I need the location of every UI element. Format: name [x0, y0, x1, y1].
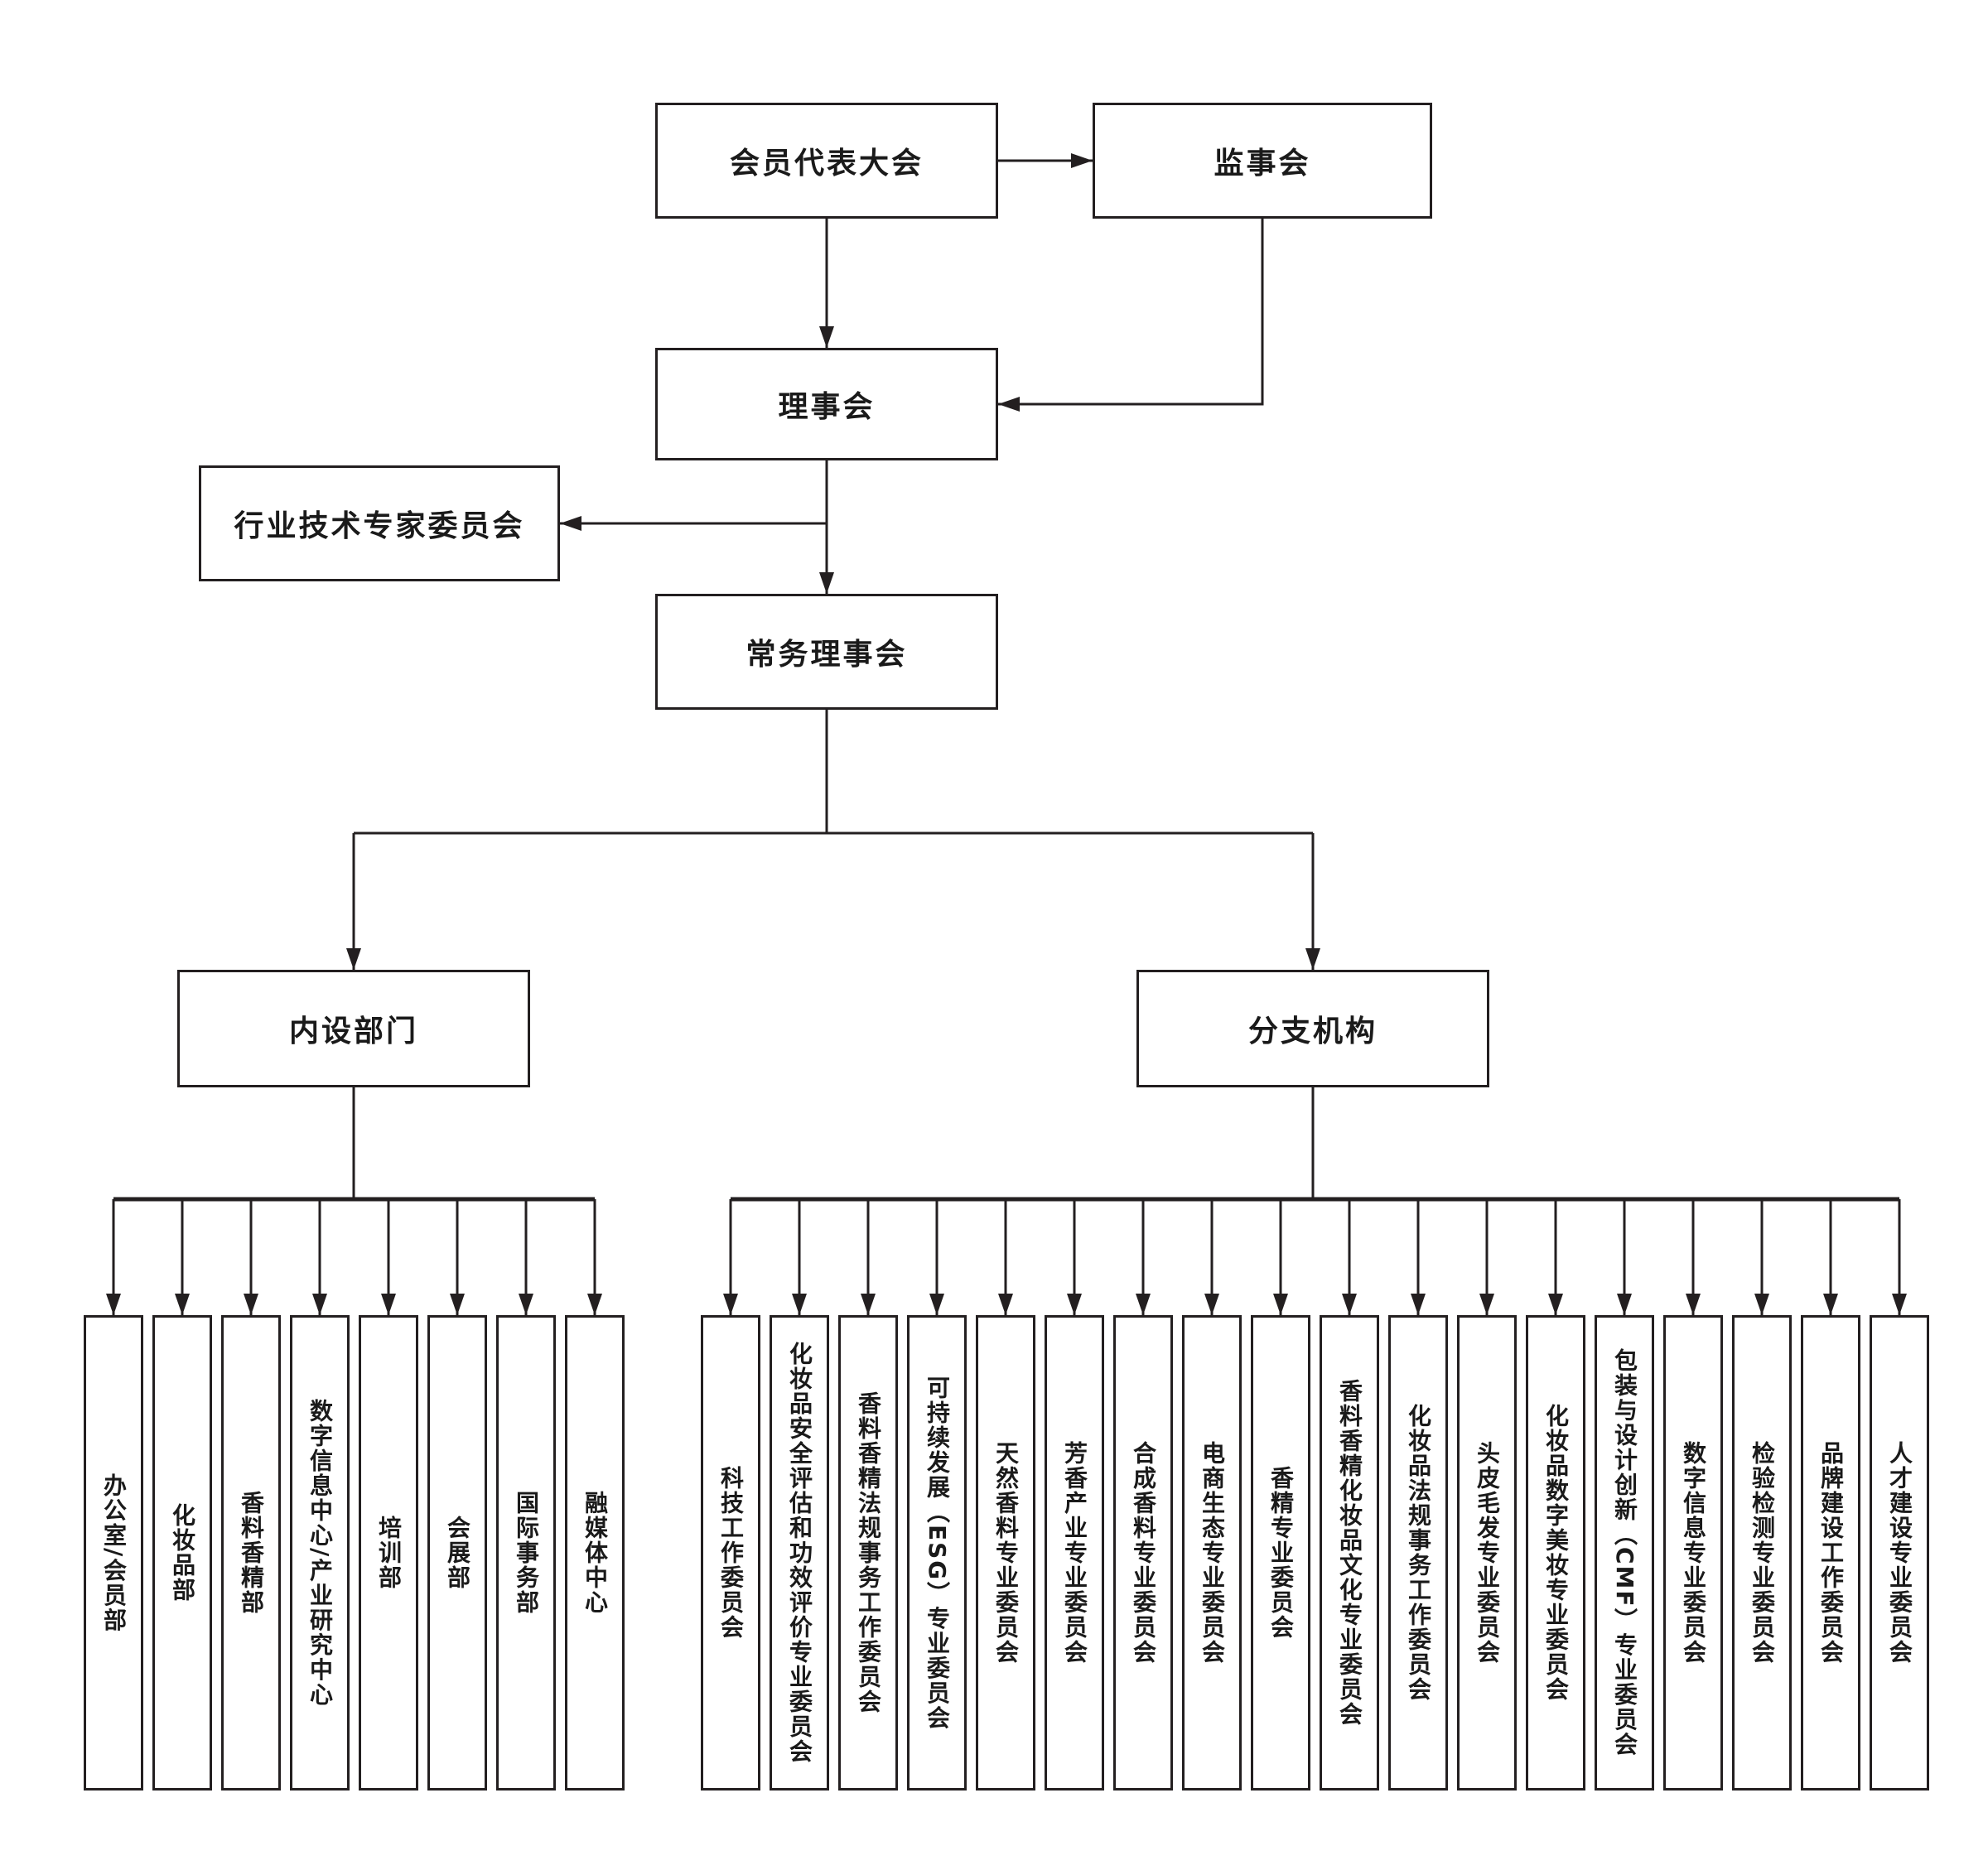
- department-label: 会展部: [444, 1516, 471, 1590]
- branch-box: 包装与设计创新（CMF）专业委员会: [1595, 1315, 1654, 1790]
- branch-label: 可持续发展（ESG）专业委员会: [924, 1375, 951, 1731]
- node-expert-committee-label: 行业技术专家委员会: [234, 509, 525, 543]
- department-box: 融媒体中心: [565, 1315, 625, 1790]
- branch-box: 合成香料专业委员会: [1113, 1315, 1173, 1790]
- branch-box: 天然香料专业委员会: [976, 1315, 1035, 1790]
- node-branch-organizations-label: 分支机构: [1247, 1015, 1378, 1048]
- branch-label: 香料香精法规事务工作委员会: [855, 1391, 882, 1714]
- branch-label: 香精专业委员会: [1267, 1466, 1295, 1640]
- department-label: 融媒体中心: [581, 1491, 609, 1615]
- node-internal-departments-label: 内设部门: [288, 1015, 418, 1048]
- branch-label: 检验检测专业委员会: [1749, 1441, 1776, 1665]
- department-box: 办公室/会员部: [84, 1315, 143, 1790]
- branch-box: 化妆品法规事务工作委员会: [1388, 1315, 1448, 1790]
- node-branch-organizations: 分支机构: [1136, 970, 1489, 1087]
- department-label: 数字信息中心/产业研究中心: [306, 1398, 334, 1708]
- branch-label: 化妆品数字美妆专业委员会: [1542, 1404, 1570, 1702]
- department-box: 数字信息中心/产业研究中心: [290, 1315, 350, 1790]
- branch-box: 化妆品安全评估和功效评价专业委员会: [770, 1315, 829, 1790]
- department-label: 办公室/会员部: [100, 1472, 128, 1633]
- department-box: 会展部: [427, 1315, 487, 1790]
- branch-box: 科技工作委员会: [701, 1315, 760, 1790]
- department-box: 化妆品部: [152, 1315, 212, 1790]
- branch-label: 天然香料专业委员会: [992, 1441, 1020, 1665]
- department-label: 培训部: [375, 1516, 403, 1590]
- branch-box: 香料香精化妆品文化专业委员会: [1320, 1315, 1379, 1790]
- branch-box: 人才建设专业委员会: [1870, 1315, 1929, 1790]
- node-council-label: 理事会: [778, 390, 876, 424]
- node-standing-council-label: 常务理事会: [746, 638, 908, 672]
- node-internal-departments: 内设部门: [177, 970, 530, 1087]
- branch-box: 化妆品数字美妆专业委员会: [1526, 1315, 1585, 1790]
- branch-label: 化妆品安全评估和功效评价专业委员会: [786, 1342, 813, 1764]
- branch-label: 香料香精化妆品文化专业委员会: [1336, 1379, 1363, 1727]
- branch-label: 科技工作委员会: [717, 1466, 745, 1640]
- branch-label: 人才建设专业委员会: [1886, 1441, 1913, 1665]
- branch-label: 合成香料专业委员会: [1130, 1441, 1157, 1665]
- department-label: 化妆品部: [169, 1503, 196, 1603]
- branch-label: 品牌建设工作委员会: [1817, 1441, 1845, 1665]
- branch-box: 检验检测专业委员会: [1732, 1315, 1792, 1790]
- department-box: 香料香精部: [221, 1315, 281, 1790]
- department-box: 培训部: [359, 1315, 418, 1790]
- branch-box: 头皮毛发专业委员会: [1457, 1315, 1517, 1790]
- node-supervisory-board: 监事会: [1093, 103, 1432, 219]
- node-members-congress: 会员代表大会: [655, 103, 998, 219]
- branch-box: 可持续发展（ESG）专业委员会: [907, 1315, 967, 1790]
- node-standing-council: 常务理事会: [655, 594, 998, 710]
- branch-label: 数字信息专业委员会: [1680, 1441, 1707, 1665]
- node-expert-committee: 行业技术专家委员会: [199, 465, 560, 581]
- internal-departments-group: 办公室/会员部 化妆品部 香料香精部 数字信息中心/产业研究中心 培训部 会展部…: [84, 1315, 625, 1790]
- branch-box: 香料香精法规事务工作委员会: [838, 1315, 898, 1790]
- branch-box: 芳香产业专业委员会: [1045, 1315, 1104, 1790]
- branch-label: 电商生态专业委员会: [1199, 1441, 1226, 1665]
- department-label: 香料香精部: [238, 1491, 265, 1615]
- node-supervisory-board-label: 监事会: [1214, 147, 1311, 181]
- branch-label: 化妆品法规事务工作委员会: [1405, 1404, 1432, 1702]
- branch-label: 芳香产业专业委员会: [1061, 1441, 1088, 1665]
- node-members-congress-label: 会员代表大会: [729, 147, 924, 181]
- branch-label: 包装与设计创新（CMF）专业委员会: [1611, 1348, 1638, 1757]
- department-box: 国际事务部: [496, 1315, 556, 1790]
- branch-box: 品牌建设工作委员会: [1801, 1315, 1860, 1790]
- branch-box: 香精专业委员会: [1251, 1315, 1310, 1790]
- branch-box: 数字信息专业委员会: [1663, 1315, 1723, 1790]
- branch-label: 头皮毛发专业委员会: [1474, 1441, 1501, 1665]
- branch-box: 电商生态专业委员会: [1182, 1315, 1242, 1790]
- branch-organizations-group: 科技工作委员会 化妆品安全评估和功效评价专业委员会 香料香精法规事务工作委员会 …: [701, 1315, 1929, 1790]
- department-label: 国际事务部: [513, 1491, 540, 1615]
- node-council: 理事会: [655, 348, 998, 460]
